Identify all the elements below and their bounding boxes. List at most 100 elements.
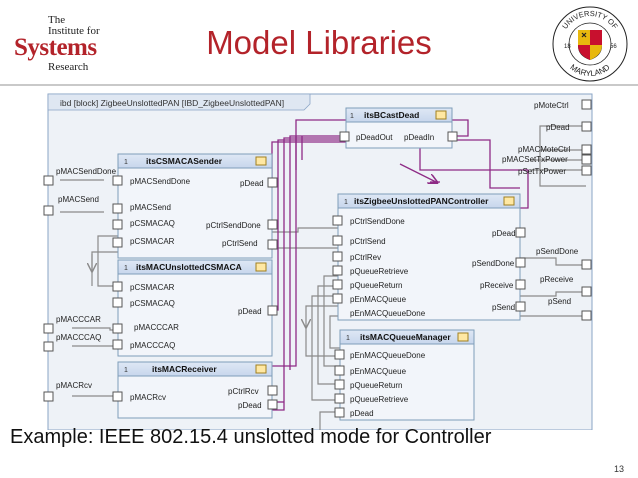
isr-logo: The Institute for Systems Research bbox=[14, 12, 132, 76]
port-label: pCtrlSendDone bbox=[350, 217, 405, 226]
port[interactable] bbox=[112, 203, 123, 214]
port-label: pCSMACAR bbox=[130, 237, 175, 246]
port-label: pEnMACQueue bbox=[350, 295, 407, 304]
port-label: pCSMACAR bbox=[130, 283, 175, 292]
port[interactable] bbox=[267, 305, 278, 316]
frame-port-label: pDead bbox=[546, 123, 570, 132]
frame-port[interactable] bbox=[43, 175, 54, 186]
block-itsmacqueuemanager[interactable]: 1 itsMACQueueManager pEnMACQueueDone pEn… bbox=[334, 329, 475, 421]
port[interactable] bbox=[334, 407, 345, 418]
frame-port[interactable] bbox=[581, 165, 592, 176]
port[interactable] bbox=[267, 219, 278, 230]
frame-port[interactable] bbox=[581, 286, 592, 297]
block-name: itsMACQueueManager bbox=[360, 332, 451, 342]
block-itsmacunslottedcsmaca[interactable]: 1 itsMACUnslottedCSMACA pCSMACAR pCSMACA… bbox=[112, 259, 278, 357]
seal-shield-icon bbox=[578, 30, 602, 60]
port-label: pReceive bbox=[480, 281, 514, 290]
port[interactable] bbox=[112, 339, 123, 350]
port-label: pDead bbox=[238, 307, 262, 316]
port[interactable] bbox=[332, 251, 343, 262]
port-label: pQueueRetrieve bbox=[350, 395, 409, 404]
port[interactable] bbox=[334, 365, 345, 376]
frame-port-label: pSend bbox=[548, 297, 571, 306]
frame-port-label: pMACSetTxPower bbox=[502, 155, 568, 164]
frame-ports-right: pMoteCtrl pDead pMACMoteCtrl pMACSetTxPo… bbox=[502, 99, 592, 321]
port-label: pCtrlRcv bbox=[228, 387, 259, 396]
block-type-icon bbox=[457, 332, 469, 342]
port-label: pMACCCAR bbox=[134, 323, 179, 332]
port-label: pEnMACQueue bbox=[350, 367, 407, 376]
port[interactable] bbox=[112, 219, 123, 230]
port[interactable] bbox=[112, 281, 123, 292]
seal-year-left: 18 bbox=[564, 44, 571, 50]
port[interactable] bbox=[267, 239, 278, 250]
logo-the: The bbox=[48, 14, 66, 26]
port[interactable] bbox=[334, 379, 345, 390]
port[interactable] bbox=[334, 393, 345, 404]
port[interactable] bbox=[334, 349, 345, 360]
frame-port-label: pMACCCAR bbox=[56, 315, 101, 324]
port-label: pDead bbox=[240, 179, 264, 188]
block-itscsmacasender[interactable]: 1 itsCSMACASender pMACSendDone pDead pMA… bbox=[112, 153, 278, 259]
port-label: pCSMACAQ bbox=[130, 299, 175, 308]
block-multiplicity: 1 bbox=[346, 335, 350, 342]
port[interactable] bbox=[112, 323, 123, 334]
frame-port[interactable] bbox=[43, 323, 54, 334]
frame-port-label: pMACMoteCtrl bbox=[518, 145, 571, 154]
block-itsbcastdead[interactable]: 1 itsBCastDead pDeadOut pDeadIn bbox=[339, 107, 458, 149]
frame-port[interactable] bbox=[581, 121, 592, 132]
page-number: 13 bbox=[613, 464, 624, 474]
frame-port[interactable] bbox=[581, 154, 592, 165]
port[interactable] bbox=[267, 177, 278, 188]
port-label: pDeadIn bbox=[404, 133, 434, 142]
port[interactable] bbox=[332, 235, 343, 246]
block-name: itsCSMACASender bbox=[146, 156, 223, 166]
port[interactable] bbox=[515, 227, 526, 238]
frame-port[interactable] bbox=[581, 99, 592, 110]
port[interactable] bbox=[112, 297, 123, 308]
port[interactable] bbox=[447, 131, 458, 142]
frame-port[interactable] bbox=[581, 310, 592, 321]
port-label: pSend bbox=[492, 303, 515, 312]
frame-port[interactable] bbox=[43, 391, 54, 402]
block-itszigbeeunslottedpancontroller[interactable]: 1 itsZigbeeUnslottedPANController pCtrlS… bbox=[332, 193, 526, 321]
port[interactable] bbox=[332, 279, 343, 290]
port[interactable] bbox=[332, 265, 343, 276]
gray-connectors bbox=[60, 125, 586, 430]
logo-institute: Institute for bbox=[48, 25, 100, 37]
seal-year-right: 56 bbox=[610, 44, 617, 50]
block-name: itsBCastDead bbox=[364, 110, 419, 120]
port[interactable] bbox=[112, 175, 123, 186]
port-label: pDead bbox=[238, 401, 262, 410]
port-label: pEnMACQueueDone bbox=[350, 351, 426, 360]
port[interactable] bbox=[515, 279, 526, 290]
frame-port[interactable] bbox=[581, 144, 592, 155]
frame-port-label: pSendDone bbox=[536, 247, 579, 256]
port[interactable] bbox=[112, 237, 123, 248]
frame-port[interactable] bbox=[43, 205, 54, 216]
port-label: pQueueRetrieve bbox=[350, 267, 409, 276]
logo-systems: Systems bbox=[14, 34, 97, 61]
block-type-icon bbox=[255, 156, 267, 166]
port-label: pDeadOut bbox=[356, 133, 393, 142]
port[interactable] bbox=[267, 399, 278, 410]
port-label: pCtrlRev bbox=[350, 253, 381, 262]
port[interactable] bbox=[515, 257, 526, 268]
port[interactable] bbox=[515, 301, 526, 312]
port[interactable] bbox=[339, 131, 350, 142]
port-label: pQueueReturn bbox=[350, 381, 402, 390]
port[interactable] bbox=[332, 293, 343, 304]
block-itsmacreceiver[interactable]: 1 itsMACReceiver pMACRcv pCtrlRcv pDead bbox=[112, 361, 278, 419]
port-label: pCtrlSend bbox=[222, 239, 258, 248]
port[interactable] bbox=[332, 215, 343, 226]
logo-research: Research bbox=[48, 61, 89, 73]
port-label: pSendDone bbox=[472, 259, 515, 268]
port[interactable] bbox=[112, 391, 123, 402]
block-multiplicity: 1 bbox=[124, 367, 128, 374]
frame-port[interactable] bbox=[43, 341, 54, 352]
frame-port-label: pSetTxPower bbox=[518, 167, 566, 176]
port-label: pDead bbox=[350, 409, 374, 418]
port[interactable] bbox=[267, 385, 278, 396]
block-type-icon bbox=[255, 364, 267, 374]
frame-port[interactable] bbox=[581, 259, 592, 270]
